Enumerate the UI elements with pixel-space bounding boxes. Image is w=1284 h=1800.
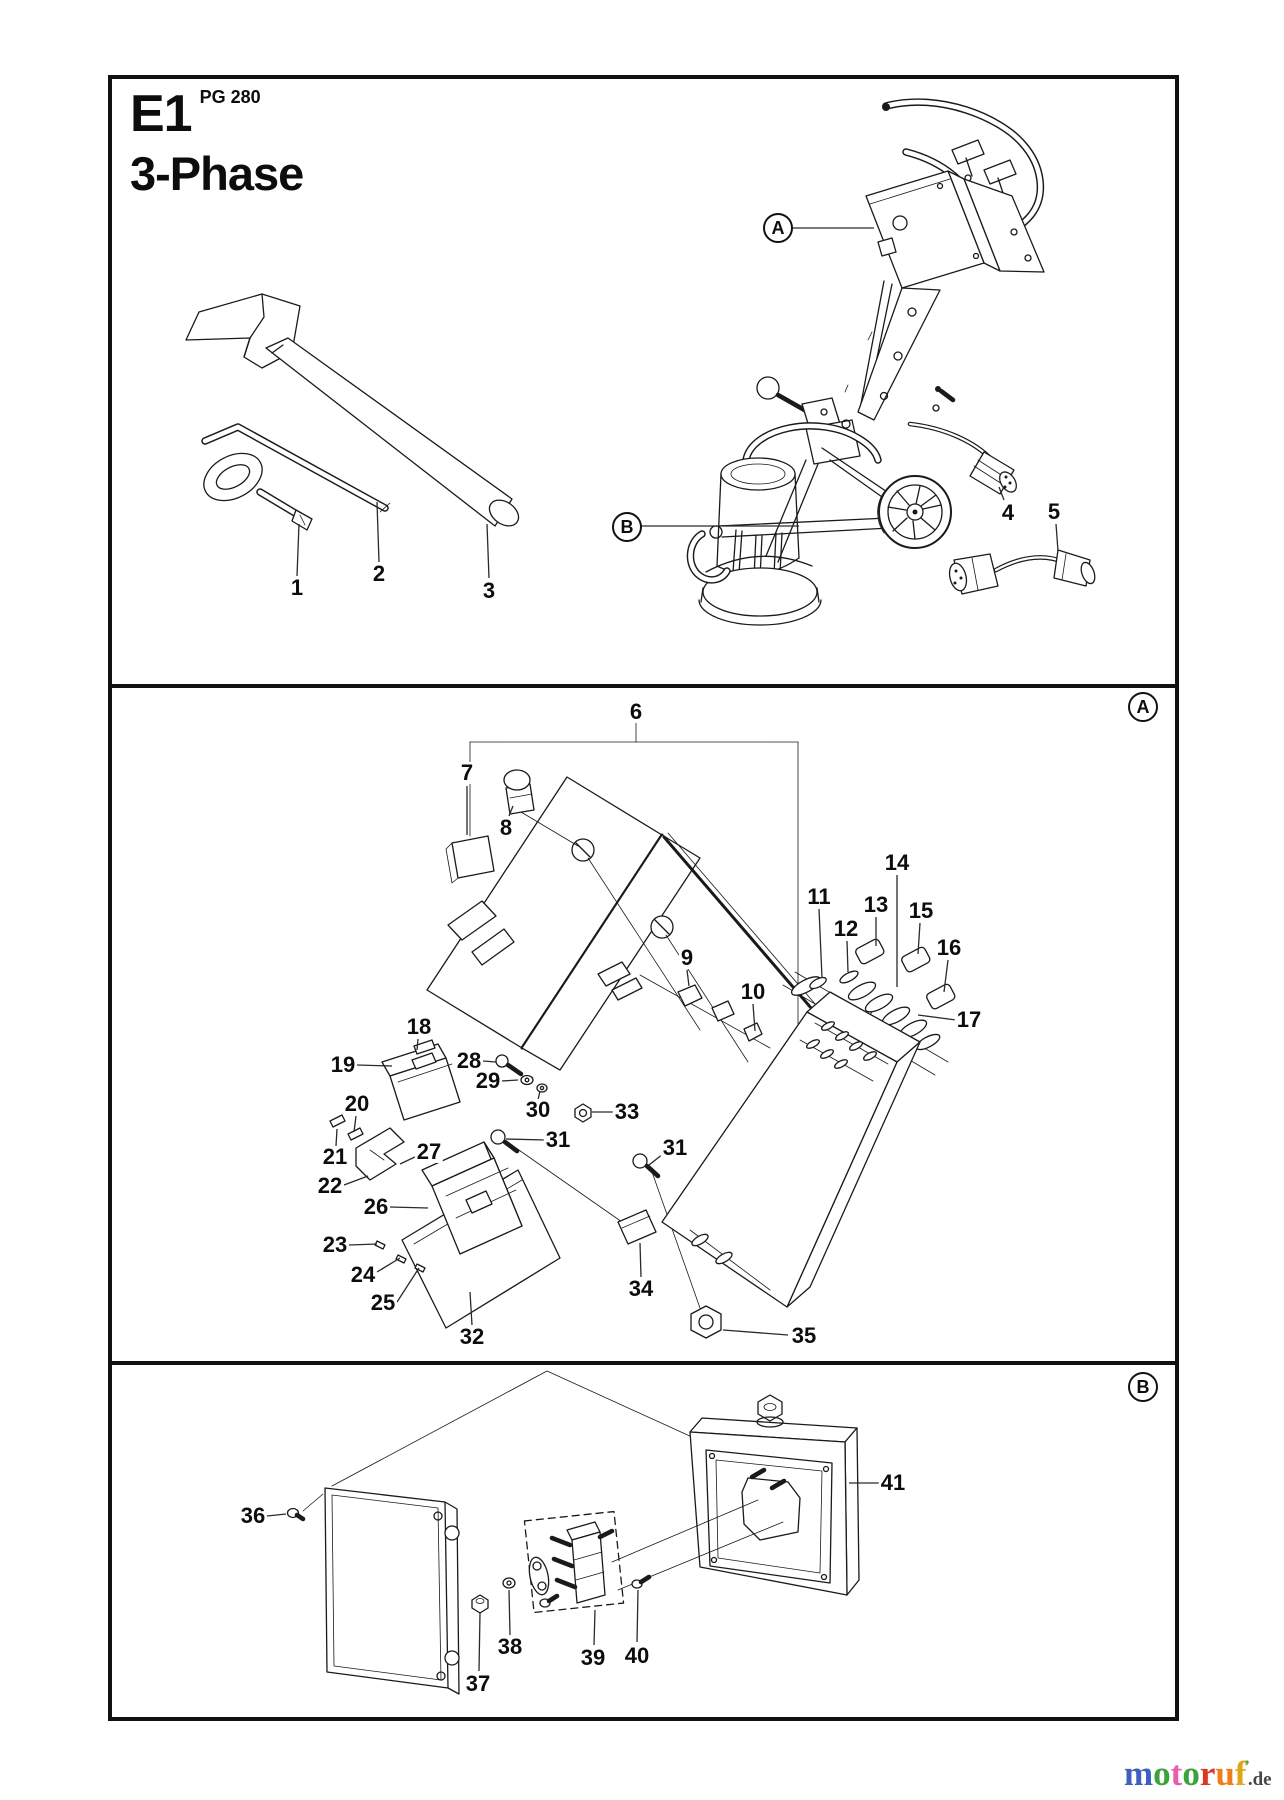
logo-letter: o [1153, 1754, 1171, 1793]
grinder-machine-illustration [686, 98, 1096, 626]
part-7-block [445, 835, 495, 884]
leader-line [593, 1609, 596, 1646]
leader-line [686, 969, 690, 987]
section-a-exploded [329, 722, 956, 1339]
part-37-nut [471, 1594, 489, 1614]
hammer-illustration [185, 293, 520, 527]
section-divider-top [108, 684, 1175, 688]
power-cable-4 [907, 421, 1017, 495]
wheel [877, 475, 952, 549]
part-36-screw [286, 1507, 306, 1522]
parts-9-10-spacers [639, 974, 771, 1049]
leader-line [296, 523, 300, 577]
diagram-subtitle: 3-Phase [130, 147, 304, 200]
part-38-washer [502, 1577, 516, 1589]
part-41-housing [611, 1394, 860, 1596]
leader-line [399, 1155, 418, 1165]
leader-line [917, 1014, 957, 1021]
leader-line [818, 908, 823, 979]
leader-line [501, 1079, 519, 1082]
tilt-lever [756, 376, 956, 465]
starter-key-illustration [203, 452, 313, 531]
column [844, 280, 941, 421]
leader-line [486, 523, 490, 579]
leader-line [1055, 523, 1059, 552]
section-b-exploded [286, 1370, 860, 1695]
control-box [865, 170, 1045, 289]
logo-letter: u [1215, 1754, 1235, 1793]
logo-letter: o [1182, 1754, 1200, 1793]
leader-line [356, 1064, 393, 1067]
leader-line [505, 1138, 547, 1141]
logo-letter: t [1170, 1754, 1183, 1793]
part-35-nut [690, 1305, 722, 1339]
cover-panel [426, 776, 835, 1071]
leader-line [389, 1206, 429, 1209]
leader-line [722, 1329, 789, 1336]
leader-line [752, 1003, 756, 1032]
part-31-bolts [490, 1129, 661, 1179]
section-divider-bottom [108, 1361, 1175, 1365]
leader-line [335, 1128, 338, 1147]
logo-letter: r [1199, 1754, 1216, 1793]
model-code: PG 280 [199, 87, 261, 107]
part-40-screw [631, 1574, 652, 1589]
leader-line [343, 1175, 369, 1186]
leader-line [416, 1038, 419, 1051]
leader-line [376, 1257, 401, 1273]
base-plate [686, 530, 822, 626]
leader-line [478, 1612, 481, 1672]
logo-letter: f [1234, 1754, 1247, 1793]
part-33-nut [574, 1103, 592, 1123]
leader-line [508, 805, 514, 817]
logo-letter: .de [1247, 1769, 1272, 1790]
logo-letter: m [1124, 1754, 1154, 1793]
leader-line [396, 1267, 420, 1303]
leader-line [943, 959, 949, 993]
hex-key-illustration [201, 423, 391, 513]
leader-line [648, 1153, 664, 1166]
terminal-box [515, 991, 921, 1309]
leader-line [482, 1060, 497, 1063]
part-26-contactor [421, 1141, 523, 1255]
leader-line [508, 1589, 511, 1636]
logo-letter: ’ [1244, 1758, 1250, 1775]
leader-line [537, 1090, 541, 1101]
leader-line [469, 1291, 473, 1326]
part-19-relay [381, 1039, 461, 1121]
part-39-terminal-kit [523, 1510, 625, 1614]
leader-line [266, 1513, 287, 1517]
parts-23-24-25-pins [374, 1240, 426, 1273]
leader-line [846, 940, 849, 973]
leader-line [998, 486, 1005, 501]
part-34-foot [617, 1209, 657, 1245]
leader-line [917, 922, 921, 955]
leader-line [353, 1115, 357, 1133]
parts-20-21-pins [329, 1114, 364, 1141]
diagram-code: E1 [130, 85, 193, 143]
part-22-bracket [355, 1127, 405, 1181]
title-block: E1 PG 280 3-Phase [130, 84, 304, 201]
leader-line [636, 1589, 639, 1643]
part-37-cover-plate [302, 1487, 460, 1695]
adapter-cable-5 [948, 549, 1096, 595]
leader-line [348, 1243, 378, 1246]
leader-line [639, 1242, 642, 1278]
motoruf-logo[interactable]: motoruf’.de [1124, 1754, 1272, 1800]
parts-28-29-30-screw-set [495, 1054, 548, 1093]
washer-stack-11-17 [782, 938, 956, 1076]
leader-line [376, 501, 380, 563]
